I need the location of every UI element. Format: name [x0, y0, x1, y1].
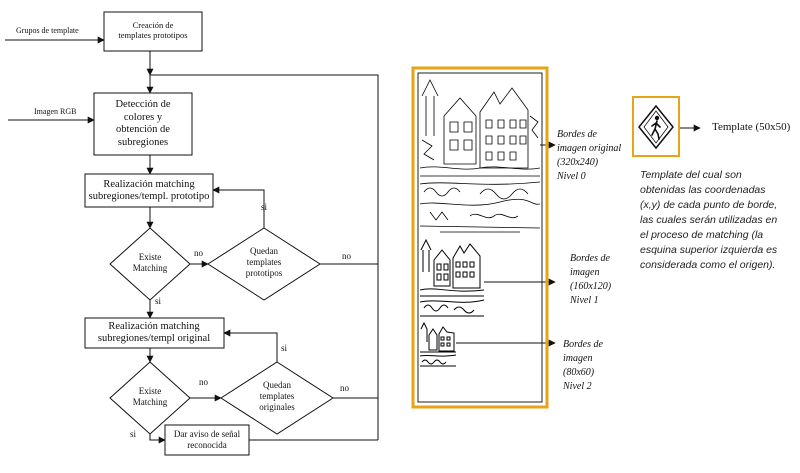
label-level-2: Bordes de imagen (80x60) Nivel 2	[563, 338, 603, 394]
label-level-0: Bordes de imagen original (320x240) Nive…	[557, 128, 621, 184]
label-decision-match-1: Existe Matching	[133, 252, 168, 274]
edge-label-yes: si	[261, 202, 267, 213]
label-notify: Dar aviso de señal reconocida	[174, 429, 240, 451]
arrow-remaining-prototype-yes	[213, 190, 264, 228]
edge-label-no: no	[194, 248, 203, 259]
edge-image-level-1	[420, 238, 484, 320]
label-remaining-prototype: Quedan templates prototipos	[246, 246, 283, 279]
edge-image-level-2	[420, 322, 456, 368]
pedestrian-warning-sign-icon	[636, 102, 676, 152]
label-level-1: Bordes de imagen (160x120) Nivel 1	[570, 252, 611, 308]
arrow-remaining-original-yes	[224, 333, 277, 362]
template-label: Template (50x50)	[712, 122, 790, 133]
label-create-templates: Creación de templates prototipos	[118, 20, 187, 40]
label-decision-match-2: Existe Matching	[133, 386, 168, 408]
template-description: Template del cual son obtenidas las coor…	[640, 168, 777, 273]
edge-label-no: no	[199, 377, 208, 388]
edge-label-yes: si	[130, 429, 136, 440]
edge-label-yes: si	[281, 343, 287, 354]
edge-label-yes: si	[155, 296, 161, 307]
arrow-decision-2-yes	[150, 434, 165, 440]
label-remaining-original: Quedan templates originales	[259, 380, 295, 413]
edge-image-level-0	[420, 76, 540, 236]
edge-label-no: no	[342, 251, 351, 262]
label-detection: Detección de colores y obtención de subr…	[115, 99, 170, 149]
label-match-prototype: Realización matching subregiones/templ. …	[89, 179, 210, 203]
edge-label-no: no	[340, 383, 349, 394]
input-rgb-image: Imagen RGB	[34, 106, 76, 117]
input-template-groups: Grupos de template	[16, 25, 79, 36]
label-match-original: Realización matching subregiones/templ o…	[98, 321, 210, 345]
